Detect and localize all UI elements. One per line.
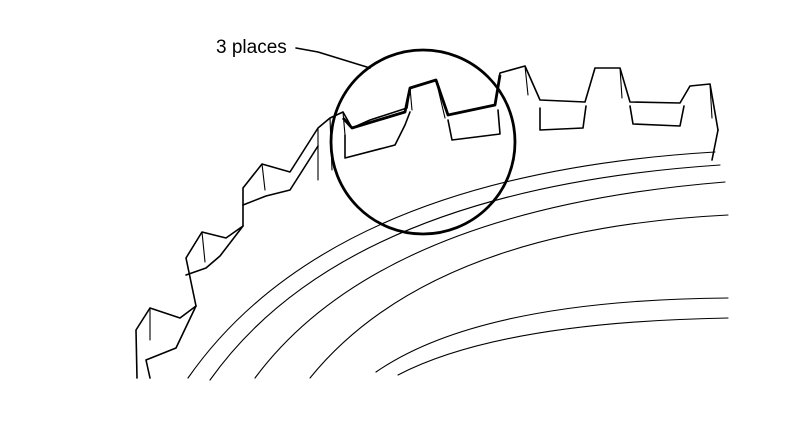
teeth-face-lines: [149, 65, 713, 341]
teeth-lower-edge: [145, 105, 719, 379]
highlighted-tooth-detail: [341, 74, 502, 130]
ring-line-2: [209, 164, 721, 381]
hub-line-1: [375, 297, 729, 373]
ring-line-3: [254, 181, 726, 379]
inner-rings: [187, 151, 729, 381]
teeth-top-edge: [135, 65, 719, 379]
callout-circle: [329, 48, 517, 236]
callout-label: 3 places: [216, 37, 287, 58]
hub-line-2: [397, 317, 729, 376]
ring-line-4: [309, 214, 729, 379]
gear-teeth-outline: [135, 65, 719, 379]
highlighted-tooth-edge: [341, 74, 502, 130]
leader-line: [295, 47, 371, 69]
ring-line-1: [187, 151, 716, 379]
